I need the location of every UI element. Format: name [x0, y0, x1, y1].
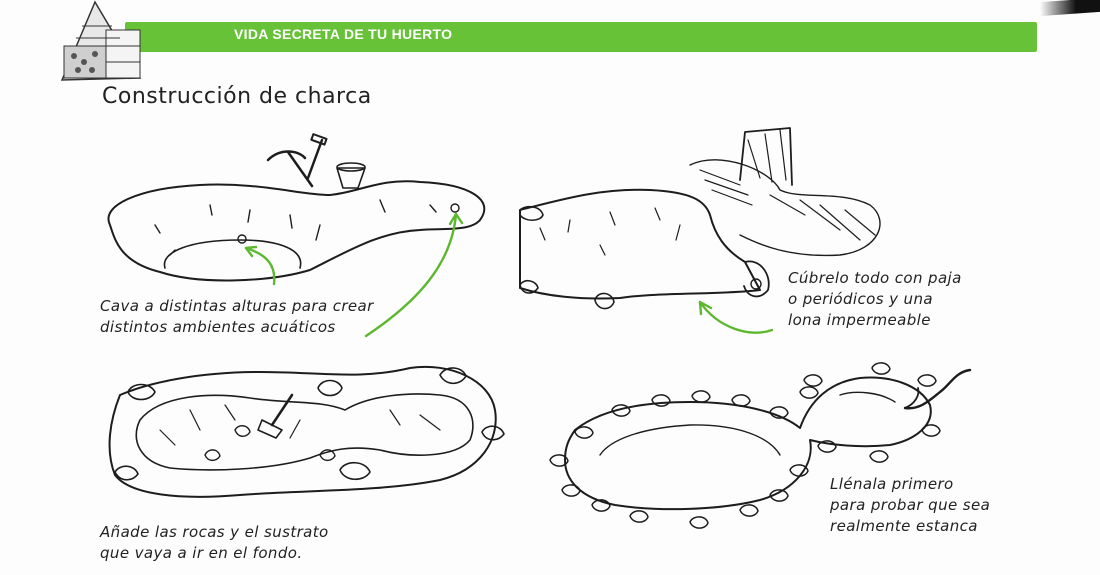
step-3-caption: Añade las rocas y el sustrato que vaya a…	[100, 522, 329, 564]
caption-line: lona impermeable	[788, 310, 962, 331]
step-4-caption: Llénala primero para probar que sea real…	[830, 474, 990, 537]
caption-line: realmente estanca	[830, 516, 990, 537]
caption-line: Cúbrelo todo con paja	[788, 268, 962, 289]
caption-line: distintos ambientes acuáticos	[100, 317, 374, 338]
step-1-caption: Cava a distintas alturas para crear dist…	[100, 296, 374, 338]
rocks-substrate-illustration	[110, 367, 504, 497]
caption-line: que vaya a ir en el fondo.	[100, 543, 329, 564]
caption-line: Añade las rocas y el sustrato	[100, 522, 329, 543]
caption-line: o periódicos y una	[788, 289, 962, 310]
caption-line: para probar que sea	[830, 495, 990, 516]
step-2-caption: Cúbrelo todo con paja o periódicos y una…	[788, 268, 962, 331]
caption-line: Cava a distintas alturas para crear	[100, 296, 374, 317]
caption-line: Llénala primero	[830, 474, 990, 495]
